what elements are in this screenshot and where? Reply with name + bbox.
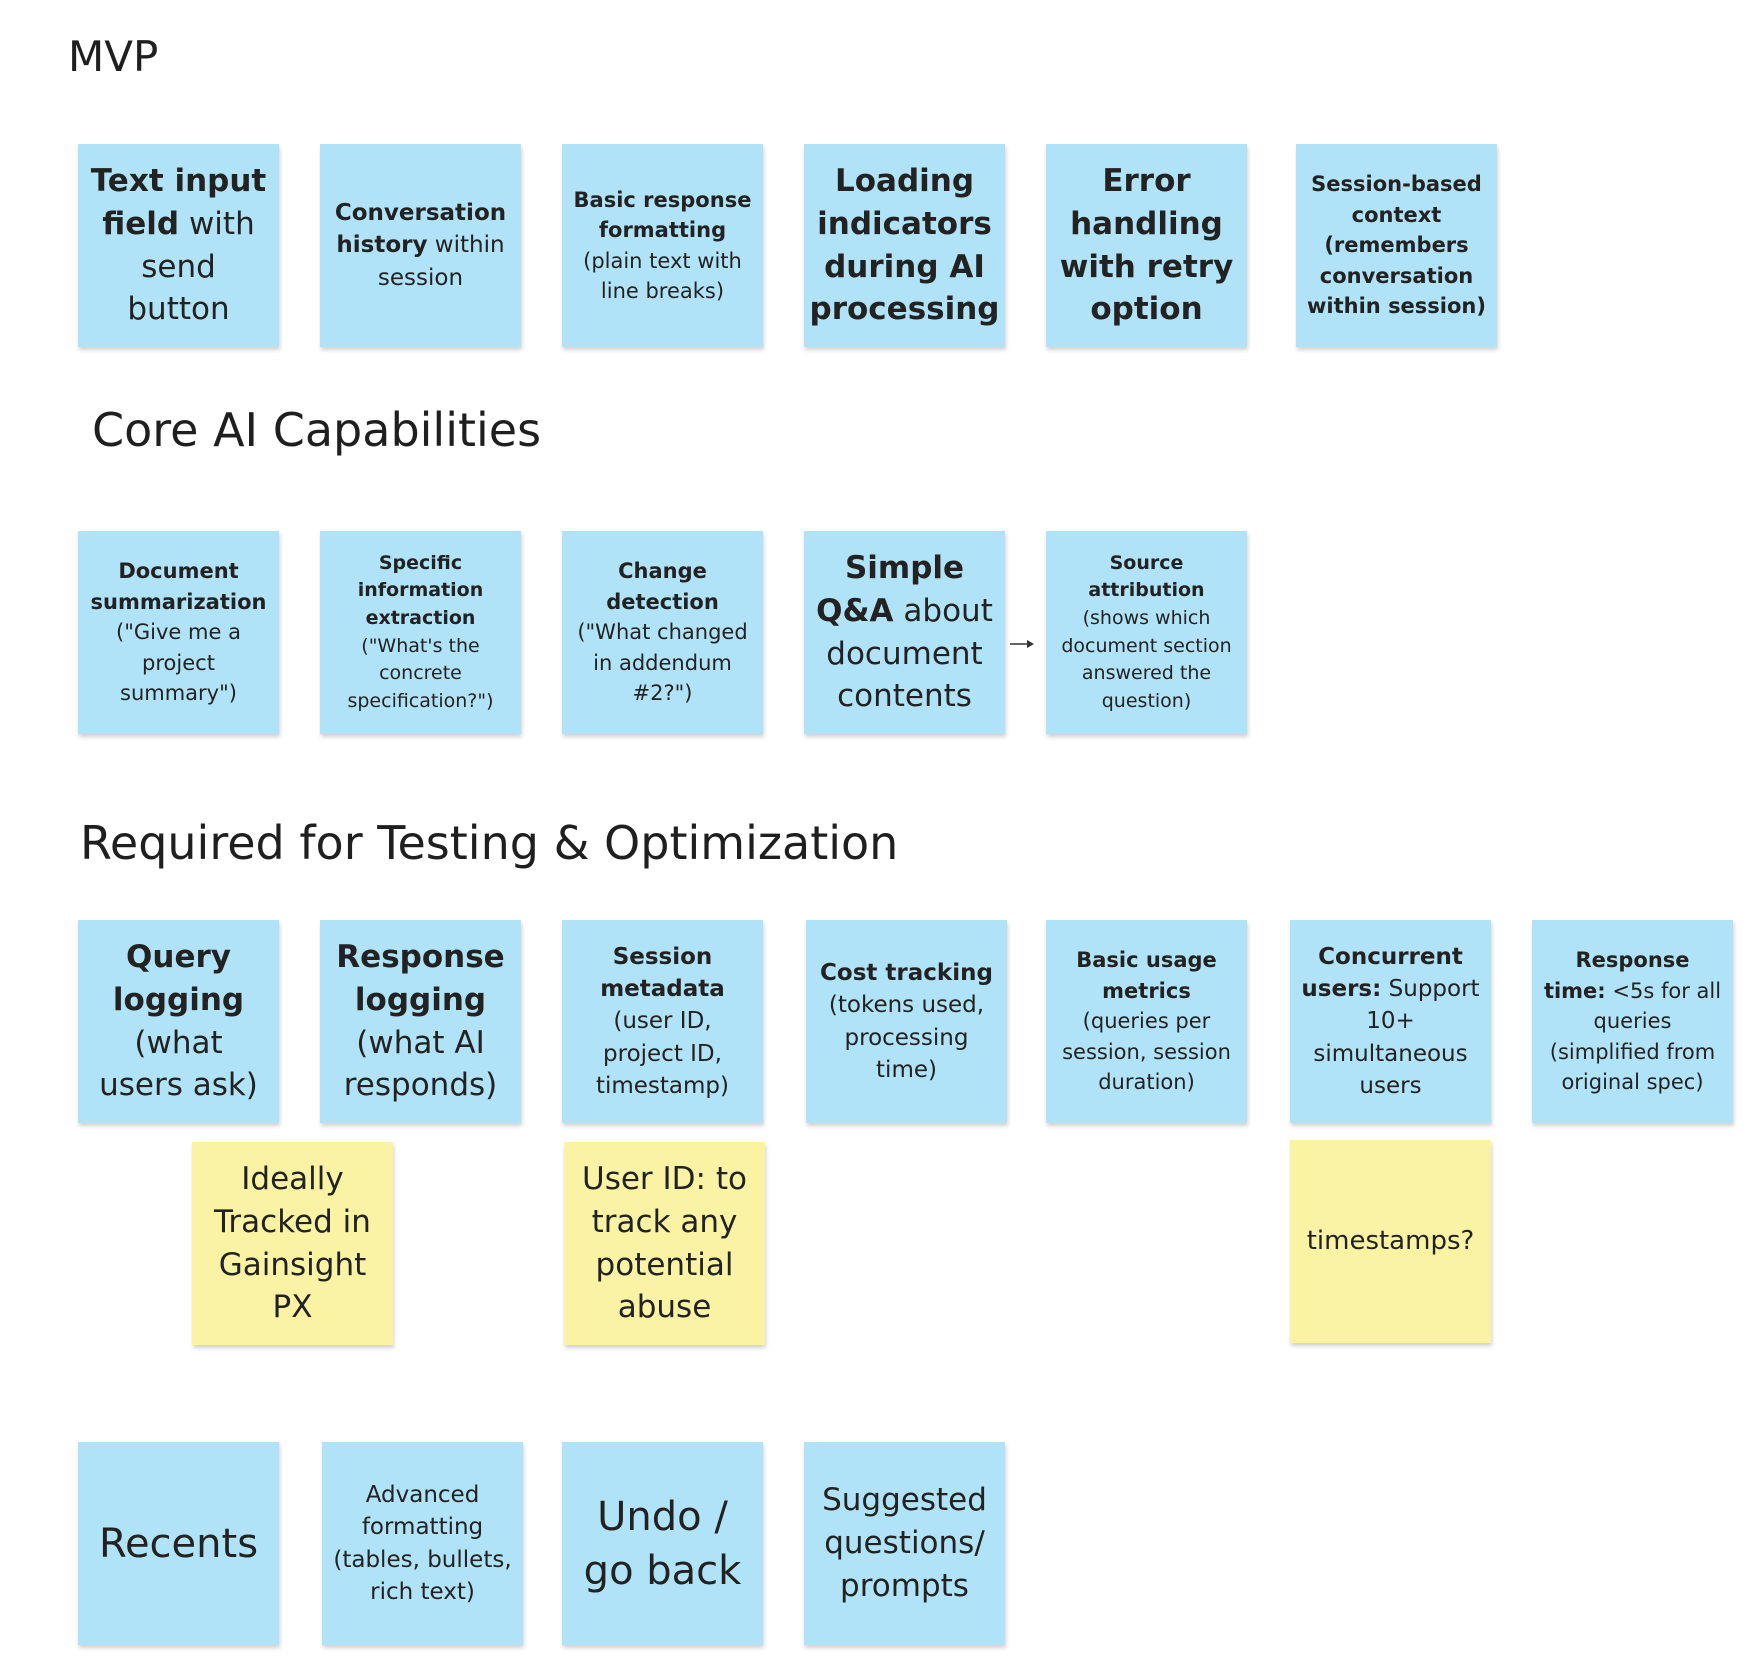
sticky-text: (plain text with line breaks) [583,248,742,303]
sticky-conversation-history[interactable]: Conversation history within session [320,144,521,347]
sticky-bold-text: Specific information extraction [357,551,484,629]
sticky-loading-indicators[interactable]: Loading indicators during AI processing [804,144,1005,347]
note-user-id-abuse[interactable]: User ID: to track any potential abuse [564,1142,765,1345]
sticky-text-input-field[interactable]: Text input field with send button [78,144,279,347]
note-text: User ID: to track any potential abuse [582,1160,747,1326]
sticky-bold-text: Session-based context (remembers convers… [1307,172,1486,319]
sticky-bold-text: Conversation history [334,200,507,259]
sticky-text: ("What changed in addendum #2?") [577,620,748,706]
sticky-text: Advanced formatting (tables, bullets, ri… [333,1482,512,1605]
sticky-bold-text: Basic response formatting [573,187,752,243]
section-heading-testing: Required for Testing & Optimization [80,816,899,870]
sticky-text: (shows which document section answered t… [1061,606,1232,712]
sticky-text: within session [377,232,505,291]
sticky-text: <5s for all queries (simplified from ori… [1549,978,1722,1095]
sticky-text: (what AI responds) [343,1024,498,1104]
sticky-bold-text: Source attribution [1088,551,1205,602]
sticky-text: (what users ask) [99,1024,258,1104]
sticky-text: Recents [98,1520,259,1567]
sticky-session-metadata[interactable]: Session metadata (user ID, project ID, t… [562,920,763,1123]
sticky-text: Undo / go back [583,1493,742,1594]
sticky-simple-qa[interactable]: Simple Q&A about document contents [804,531,1005,734]
sticky-recents[interactable]: Recents [78,1442,279,1645]
sticky-error-handling[interactable]: Error handling with retry option [1046,144,1247,347]
sticky-bold-text: Basic usage metrics [1076,948,1217,1003]
sticky-bold-text: Response logging [336,938,505,1018]
sticky-basic-response-formatting[interactable]: Basic response formatting (plain text wi… [562,144,763,347]
section-heading-core-ai: Core AI Capabilities [92,403,542,457]
sticky-information-extraction[interactable]: Specific information extraction ("What's… [320,531,521,734]
sticky-source-attribution[interactable]: Source attribution (shows which document… [1046,531,1247,734]
sticky-text: ("What's the concrete specification?") [347,634,494,712]
sticky-bold-text: Change detection [606,559,719,614]
sticky-text: Suggested questions/ prompts [822,1482,987,1604]
sticky-change-detection[interactable]: Change detection ("What changed in adden… [562,531,763,734]
sticky-response-time[interactable]: Response time: <5s for all queries (simp… [1532,920,1733,1123]
sticky-bold-text: Simple Q&A [816,549,965,629]
sticky-response-logging[interactable]: Response logging (what AI responds) [320,920,521,1123]
section-heading-mvp: MVP [68,32,159,81]
sticky-undo-go-back[interactable]: Undo / go back [562,1442,763,1645]
note-text: Ideally Tracked in Gainsight PX [214,1160,371,1326]
sticky-text: (user ID, project ID, timestamp) [595,1008,730,1099]
sticky-bold-text: Response time: [1543,948,1690,1003]
sticky-basic-usage-metrics[interactable]: Basic usage metrics (queries per session… [1046,920,1247,1123]
sticky-advanced-formatting[interactable]: Advanced formatting (tables, bullets, ri… [322,1442,523,1645]
sticky-text: (tokens used, processing time) [828,992,985,1083]
note-timestamps[interactable]: timestamps? [1290,1140,1491,1343]
sticky-text: ("Give me a project summary") [116,620,241,706]
sticky-bold-text: Session metadata [600,944,725,1003]
sticky-bold-text: Text input field [90,162,267,242]
sticky-bold-text: Loading indicators during AI processing [809,162,1000,328]
sticky-suggested-questions[interactable]: Suggested questions/ prompts [804,1442,1005,1645]
sticky-text: about document contents [826,592,993,715]
note-gainsight-px[interactable]: Ideally Tracked in Gainsight PX [192,1142,393,1345]
note-text: timestamps? [1306,1226,1475,1257]
sticky-text: with send button [127,205,255,328]
sticky-bold-text: Document summarization [90,559,267,614]
sticky-query-logging[interactable]: Query logging (what users ask) [78,920,279,1123]
sticky-text: (queries per session, session duration) [1062,1009,1231,1095]
sticky-cost-tracking[interactable]: Cost tracking (tokens used, processing t… [806,920,1007,1123]
sticky-session-based-context[interactable]: Session-based context (remembers convers… [1296,144,1497,347]
sticky-text: Support 10+ simultaneous users [1313,976,1480,1099]
sticky-bold-text: Query logging [112,938,245,1018]
sticky-bold-text: Cost tracking [820,960,993,987]
sticky-concurrent-users[interactable]: Concurrent users: Support 10+ simultaneo… [1290,920,1491,1123]
sticky-bold-text: Error handling with retry option [1059,162,1234,328]
sticky-bold-text: Concurrent users: [1301,944,1463,1003]
connector-arrow[interactable] [1009,637,1035,651]
sticky-document-summarization[interactable]: Document summarization ("Give me a proje… [78,531,279,734]
